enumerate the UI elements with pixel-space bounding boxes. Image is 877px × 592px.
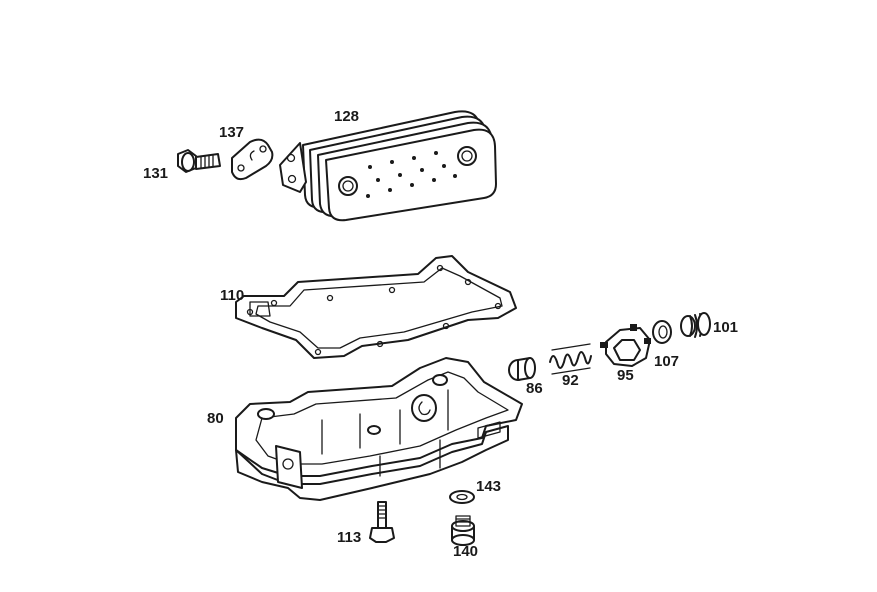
label-80: 80 xyxy=(207,410,224,427)
label-113: 113 xyxy=(337,529,361,546)
label-137: 137 xyxy=(219,124,244,141)
label-143: 143 xyxy=(476,478,501,495)
part-107-ring xyxy=(652,320,672,344)
part-86-plug xyxy=(508,357,536,381)
label-86: 86 xyxy=(526,380,543,397)
label-95: 95 xyxy=(617,367,634,384)
part-95-valve xyxy=(600,324,651,367)
part-92-spring xyxy=(549,343,592,375)
label-101: 101 xyxy=(713,319,738,336)
part-101-plug xyxy=(680,312,711,338)
part-80-housing xyxy=(235,357,523,501)
part-140-plug xyxy=(451,515,475,546)
label-131: 131 xyxy=(143,165,168,182)
label-110: 110 xyxy=(220,287,244,304)
label-92: 92 xyxy=(562,372,579,389)
part-143-washer xyxy=(449,490,475,504)
label-128: 128 xyxy=(334,108,359,125)
part-137-gasket xyxy=(231,138,274,181)
part-110-gasket xyxy=(235,255,517,359)
part-113-bolt xyxy=(369,501,395,543)
part-labels: 128 137 131 110 101 107 95 92 86 80 143 … xyxy=(143,108,738,560)
part-131-bolt xyxy=(177,149,221,173)
label-140: 140 xyxy=(453,543,478,560)
label-107: 107 xyxy=(654,353,679,370)
part-128-oil-cooler xyxy=(279,110,497,222)
